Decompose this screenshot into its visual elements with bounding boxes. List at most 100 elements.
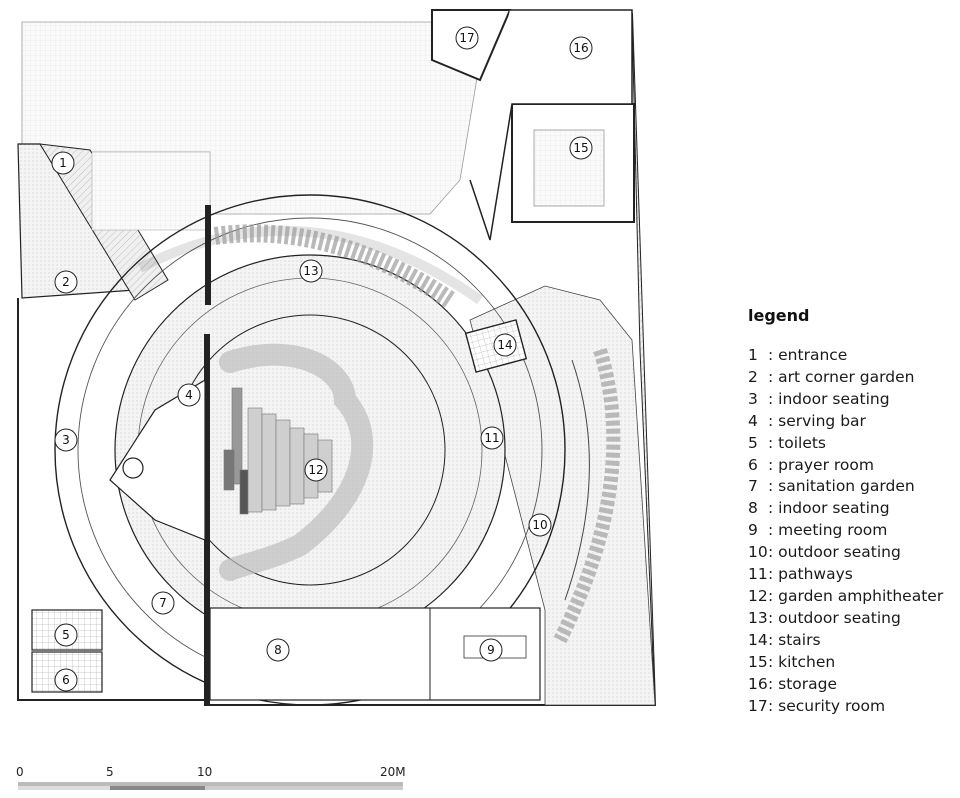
legend-item-number: 4: [748, 411, 758, 430]
legend-item: 8 : indoor seating: [748, 498, 958, 520]
plan-marker-number: 16: [573, 41, 588, 55]
legend-item-label: : prayer room: [768, 455, 874, 474]
legend-item: 5: toilets: [748, 433, 958, 455]
legend-item-label: : stairs: [768, 630, 821, 649]
legend-item: 7: sanitation garden: [748, 476, 958, 498]
plan-marker-number: 5: [62, 628, 70, 642]
scale-bar: 0 5 10 20M: [16, 765, 406, 790]
plan-marker: 4: [177, 383, 201, 407]
legend-item: 4 : serving bar: [748, 411, 958, 433]
plan-marker-number: 8: [274, 643, 282, 657]
plan-marker: 16: [569, 36, 593, 60]
plan-marker-circle: [266, 638, 290, 662]
plan-marker-circle: [51, 151, 75, 175]
plan-marker-circle: [54, 428, 78, 452]
legend-item-number: 3: [748, 389, 758, 408]
plan-marker: 2: [54, 270, 78, 294]
legend-item: 3 : indoor seating: [748, 389, 958, 411]
plan-marker-number: 15: [573, 141, 588, 155]
legend-item-number: 9: [748, 521, 758, 540]
plan-marker-number: 2: [62, 275, 70, 289]
legend-item-label: : art corner garden: [768, 367, 915, 386]
plan-marker-number: 14: [497, 338, 512, 352]
plan-marker: 3: [54, 428, 78, 452]
legend-item-number: 17: [748, 696, 768, 715]
plan-marker-circle: [479, 638, 503, 662]
legend-item-label: : sanitation garden: [768, 477, 915, 496]
legend-item-number: 8: [748, 499, 758, 518]
legend-item-number: 12: [748, 586, 768, 605]
scale-label-0: 0: [16, 765, 24, 779]
legend-item: 14: stairs: [748, 630, 958, 652]
legend-item-number: 16: [748, 674, 768, 693]
legend-item: 16: storage: [748, 674, 958, 696]
legend-item-label: : security room: [768, 696, 886, 715]
plan-marker-circle: [299, 259, 323, 283]
legend-item-label: : indoor seating: [768, 389, 890, 408]
plan-marker: 12: [304, 458, 328, 482]
legend-item: 13: outdoor seating: [748, 608, 958, 630]
plan-marker-circle: [569, 36, 593, 60]
legend-item-number: 13: [748, 608, 768, 627]
plan-marker: 11: [480, 426, 504, 450]
plan-marker-number: 6: [62, 673, 70, 687]
legend-item-label: : kitchen: [768, 652, 836, 671]
legend-item-label: : outdoor seating: [768, 608, 901, 627]
plan-marker-circle: [304, 458, 328, 482]
legend-item-number: 10: [748, 543, 768, 562]
legend-item: 12: garden amphitheater: [748, 586, 958, 608]
plan-marker: 14: [493, 333, 517, 357]
legend-item: 9: meeting room: [748, 520, 958, 542]
plan-marker: 15: [569, 136, 593, 160]
plan-marker-circle: [54, 623, 78, 647]
central-wall: [204, 205, 211, 706]
plan-marker: 13: [299, 259, 323, 283]
legend-item: 6 : prayer room: [748, 455, 958, 477]
legend-item-label: : outdoor seating: [768, 543, 901, 562]
legend-item: 17: security room: [748, 696, 958, 718]
plan-marker-circle: [528, 513, 552, 537]
legend-item: 2 : art corner garden: [748, 367, 958, 389]
legend-item-label: : serving bar: [768, 411, 866, 430]
serving-bar-block: [109, 378, 206, 541]
plan-marker-circle: [480, 426, 504, 450]
plan-marker-circle: [151, 591, 175, 615]
plan-marker-number: 13: [303, 264, 318, 278]
legend-item-label: : indoor seating: [768, 499, 890, 518]
legend-item-label: : pathways: [768, 565, 853, 584]
plan-marker: 7: [151, 591, 175, 615]
legend-item-number: 11: [748, 565, 768, 584]
legend-item: 1: entrance: [748, 345, 958, 367]
plan-marker-number: 10: [532, 518, 547, 532]
legend-item-number: 1: [748, 346, 758, 364]
plan-marker: 10: [528, 513, 552, 537]
legend-item: 10: outdoor seating: [748, 542, 958, 564]
scale-label-5: 5: [106, 765, 114, 779]
plan-marker-circle: [54, 668, 78, 692]
legend-item: 15: kitchen: [748, 652, 958, 674]
plan-marker-number: 4: [185, 388, 193, 402]
plan-marker-circle: [54, 270, 78, 294]
scale-label-10: 10: [197, 765, 212, 779]
plan-marker: 6: [54, 668, 78, 692]
north-planting-band: [137, 224, 483, 308]
plan-marker-number: 3: [62, 433, 70, 447]
plan-marker: 5: [54, 623, 78, 647]
legend-item-number: 15: [748, 652, 768, 671]
plan-marker: 9: [479, 638, 503, 662]
plan-marker-circle: [455, 26, 479, 50]
legend-title: legend: [748, 306, 810, 325]
plan-marker-number: 17: [459, 31, 474, 45]
legend-item-number: 2: [748, 367, 758, 386]
plan-marker-number: 9: [487, 643, 495, 657]
legend-item-number: 6: [748, 455, 758, 474]
east-planting-arc: [553, 347, 621, 644]
plan-marker-number: 1: [59, 156, 67, 170]
legend-item-label: : garden amphitheater: [768, 586, 944, 605]
plan-marker-number: 12: [308, 463, 323, 477]
garden-amphitheater: [219, 343, 374, 581]
plan-marker-circle: [569, 136, 593, 160]
